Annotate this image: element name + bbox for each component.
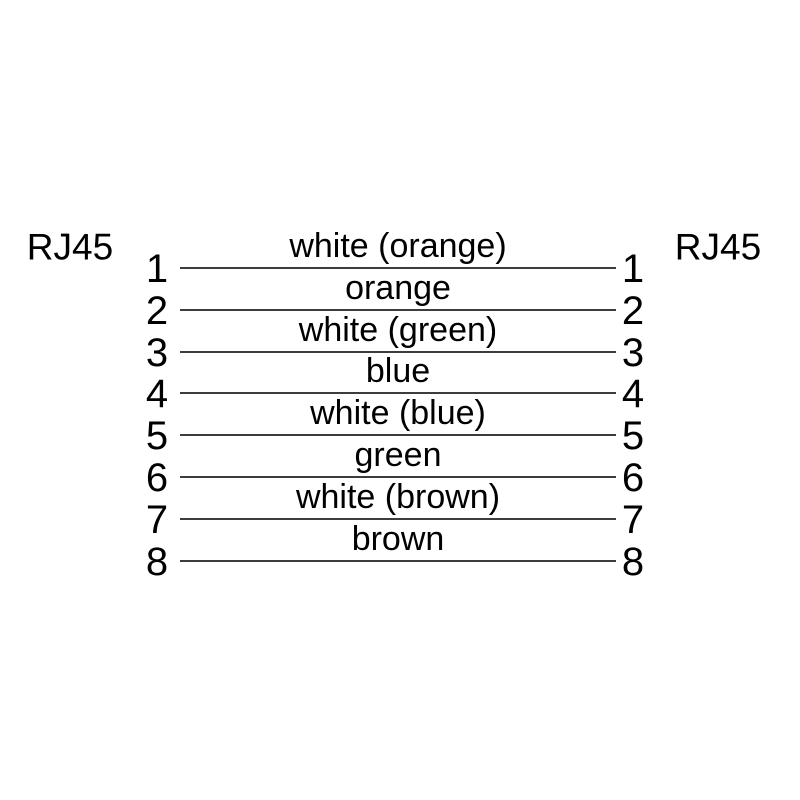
pin-number-right: 4 (621, 372, 645, 416)
wire-color-label: blue (365, 352, 431, 390)
wire-color-label: orange (345, 269, 451, 307)
connector-label-right: RJ45 (674, 226, 762, 268)
pin-number-left: 3 (145, 331, 169, 375)
pin-number-left: 8 (145, 540, 169, 584)
wire-line (180, 351, 616, 353)
wire-color-label: brown (351, 520, 445, 558)
wire-color-label: green (354, 436, 442, 474)
wire-line (180, 434, 616, 436)
wire-line (180, 267, 616, 269)
pin-number-left: 4 (145, 372, 169, 416)
pin-number-left: 6 (145, 456, 169, 500)
pin-number-right: 2 (621, 289, 645, 333)
wire-line (180, 518, 616, 520)
connector-label-left: RJ45 (26, 226, 114, 268)
pin-number-right: 8 (621, 540, 645, 584)
pin-number-left: 5 (145, 414, 169, 458)
pin-number-left: 7 (145, 498, 169, 542)
wire-line (180, 560, 616, 562)
pin-number-left: 2 (145, 289, 169, 333)
wire-color-label: white (blue) (310, 394, 486, 432)
pin-number-left: 1 (145, 247, 169, 291)
wire-color-label: white (green) (298, 311, 498, 349)
wire-line (180, 392, 616, 394)
wire-line (180, 309, 616, 311)
pin-number-right: 7 (621, 498, 645, 542)
pin-number-right: 3 (621, 331, 645, 375)
pin-number-right: 6 (621, 456, 645, 500)
pin-number-right: 5 (621, 414, 645, 458)
wire-color-label: white (brown) (295, 478, 501, 516)
wire-color-label: white (orange) (289, 227, 507, 265)
wire-line (180, 476, 616, 478)
pin-number-right: 1 (621, 247, 645, 291)
